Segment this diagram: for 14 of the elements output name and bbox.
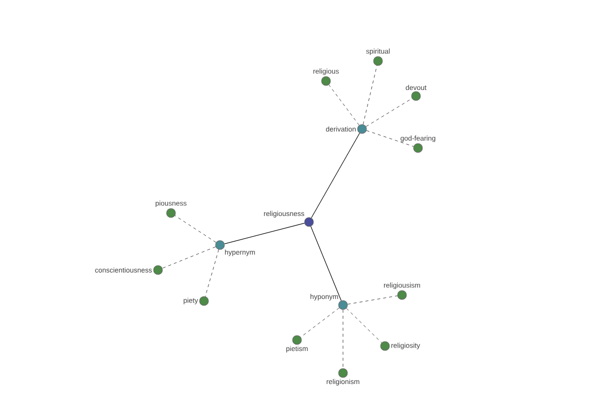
connector-line bbox=[174, 215, 216, 243]
connector-line bbox=[346, 308, 382, 343]
connector-line bbox=[162, 246, 216, 268]
connector-line bbox=[366, 130, 414, 147]
connector-line bbox=[362, 65, 378, 125]
connector-line bbox=[366, 98, 412, 127]
connector-line bbox=[205, 249, 219, 297]
connector-line bbox=[347, 296, 398, 304]
connector-line bbox=[342, 310, 344, 368]
connector-line bbox=[224, 222, 305, 244]
connector-line bbox=[300, 308, 340, 338]
connector-line bbox=[328, 84, 360, 126]
connector-line bbox=[310, 226, 342, 301]
connector-line bbox=[311, 132, 360, 218]
